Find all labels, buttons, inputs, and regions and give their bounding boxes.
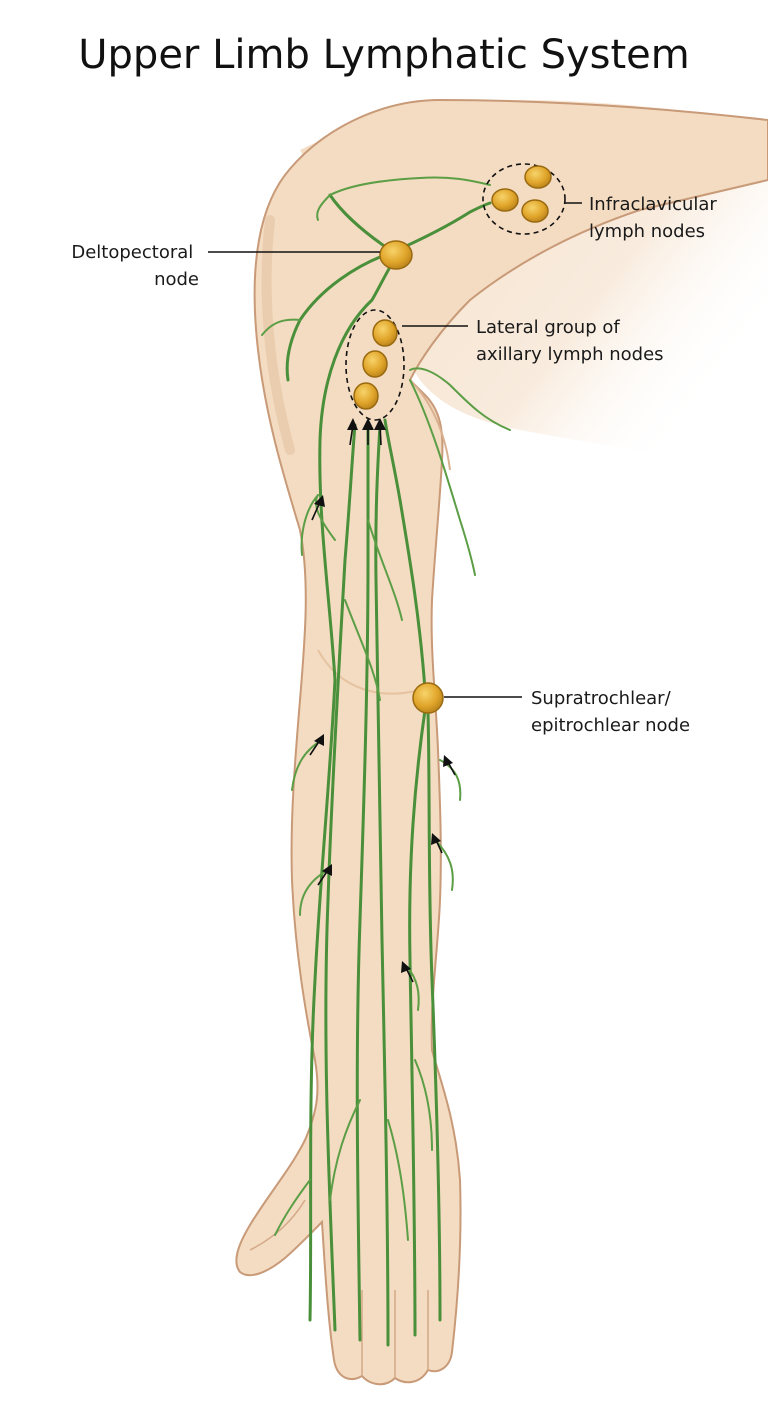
label-lateral-axillary-line1: Lateral group of (476, 317, 620, 338)
label-infraclavicular: Infraclavicular lymph nodes (589, 194, 723, 242)
lateral-axillary-node (353, 382, 379, 410)
label-supratrochlear-line2: epitrochlear node (531, 715, 690, 736)
vessel-fine-12 (407, 967, 420, 1011)
label-deltopectoral: Deltopectoral node (71, 242, 199, 290)
vessel-fine-6 (409, 367, 511, 431)
elbow-crease (317, 649, 421, 695)
infraclavicular-node (491, 188, 519, 212)
vessel-main-6 (383, 418, 427, 692)
vessel-main-8 (318, 260, 395, 682)
flow-arrow (374, 418, 386, 446)
vessel-fine-2 (316, 194, 331, 221)
vessel-fine-13 (344, 599, 381, 701)
vessel-fine-1 (329, 176, 491, 196)
supratrochlear-node (412, 682, 444, 714)
label-lateral-axillary: Lateral group of axillary lymph nodes (476, 317, 664, 365)
flow-arrow (401, 961, 414, 983)
lateral-axillary-node (372, 319, 398, 347)
label-lateral-axillary-line2: axillary lymph nodes (476, 344, 664, 365)
vessel-main-7 (308, 678, 337, 1322)
flow-arrow (311, 495, 325, 521)
label-deltopectoral-line2: node (154, 269, 199, 290)
label-infraclavicular-line1: Infraclavicular (589, 194, 717, 215)
shoulder-shadow (261, 215, 295, 455)
axilla-fold (409, 379, 451, 471)
flow-arrows (309, 418, 456, 983)
label-supratrochlear: Supratrochlear/ epitrochlear node (531, 688, 690, 736)
flow-arrow (362, 418, 374, 445)
flow-arrow (317, 864, 332, 886)
infraclavicular-node (524, 165, 552, 189)
vessel-fine-17 (274, 1179, 311, 1236)
lateral-axillary-group-outline (345, 309, 405, 421)
label-deltopectoral-line1: Deltopectoral (71, 242, 193, 263)
flow-arrow (431, 833, 443, 854)
label-supratrochlear-line1: Supratrochlear/ (531, 688, 672, 709)
vessel-fine-18 (414, 1059, 433, 1151)
flow-arrow (309, 734, 324, 756)
vessel-fine-16 (387, 1119, 409, 1241)
vessel-fine-15 (329, 1099, 361, 1201)
infraclavicular-node (521, 199, 549, 223)
flow-arrow (443, 755, 456, 776)
thumb-crease (249, 1199, 306, 1251)
vessel-main-1 (324, 423, 357, 1332)
infraclavicular-group-outline (482, 163, 566, 235)
page-title: Upper Limb Lymphatic System (78, 32, 689, 78)
vessel-main-11 (285, 250, 395, 382)
lymph-nodes (353, 165, 552, 714)
vessel-fine-14 (367, 519, 403, 621)
lateral-axillary-node (362, 350, 388, 378)
vessel-fine-7 (409, 379, 476, 576)
vessel-main-5 (426, 710, 442, 1322)
vessel-fine-9 (299, 869, 329, 916)
label-infraclavicular-line2: lymph nodes (589, 221, 705, 242)
vessel-fine-5 (300, 494, 319, 556)
vessel-fine-3 (261, 318, 301, 336)
vessel-main-2 (355, 423, 370, 1342)
flow-arrow (347, 418, 358, 446)
vessel-main-3 (374, 423, 390, 1347)
deltopectoral-node (379, 240, 413, 270)
